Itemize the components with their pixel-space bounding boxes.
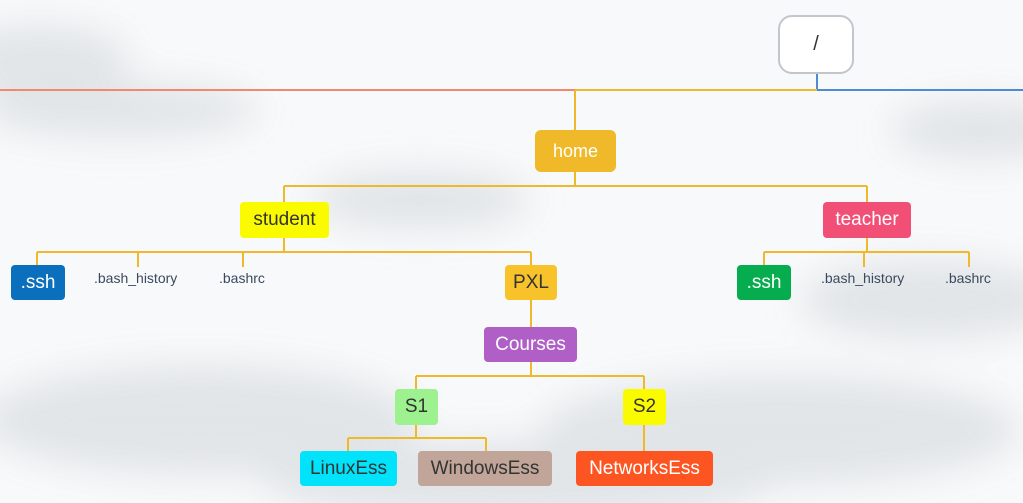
- s2-node[interactable]: S2: [623, 389, 666, 425]
- teacher-bashrc[interactable]: .bashrc: [945, 270, 991, 286]
- student-label: student: [253, 209, 316, 230]
- student-bashrc[interactable]: .bashrc: [219, 270, 265, 286]
- teacher-ssh-node[interactable]: .ssh: [737, 265, 791, 300]
- s1-label: S1: [404, 396, 429, 417]
- home-node[interactable]: home: [535, 130, 616, 172]
- root-right-line: [816, 74, 1023, 91]
- home-label: home: [552, 140, 599, 161]
- teacher-node[interactable]: teacher: [823, 202, 911, 238]
- student-node[interactable]: student: [240, 202, 329, 238]
- student-bash-history[interactable]: .bash_history: [94, 270, 178, 286]
- student-ssh-label: .ssh: [20, 271, 56, 293]
- networksess-label: NetworksEss: [589, 457, 700, 479]
- courses-node[interactable]: Courses: [484, 327, 577, 362]
- student-ssh-node[interactable]: .ssh: [11, 265, 65, 300]
- s2-label: S2: [632, 396, 657, 417]
- teacher-label: teacher: [835, 209, 899, 230]
- networksess-node[interactable]: NetworksEss: [576, 451, 713, 486]
- pxl-node[interactable]: PXL: [505, 265, 557, 300]
- s1-node[interactable]: S1: [395, 389, 438, 425]
- teacher-ssh-label: .ssh: [746, 271, 782, 293]
- root-node[interactable]: /: [778, 15, 854, 74]
- root-label: /: [813, 33, 819, 55]
- linuxess-label: LinuxEss: [309, 457, 388, 479]
- linuxess-node[interactable]: LinuxEss: [300, 451, 397, 486]
- windowsess-node[interactable]: WindowsEss: [418, 451, 552, 486]
- courses-label: Courses: [495, 333, 566, 355]
- teacher-bash-history[interactable]: .bash_history: [821, 270, 905, 286]
- windowsess-label: WindowsEss: [430, 457, 540, 479]
- branch-lines: [36, 89, 970, 451]
- pxl-label: PXL: [513, 271, 549, 293]
